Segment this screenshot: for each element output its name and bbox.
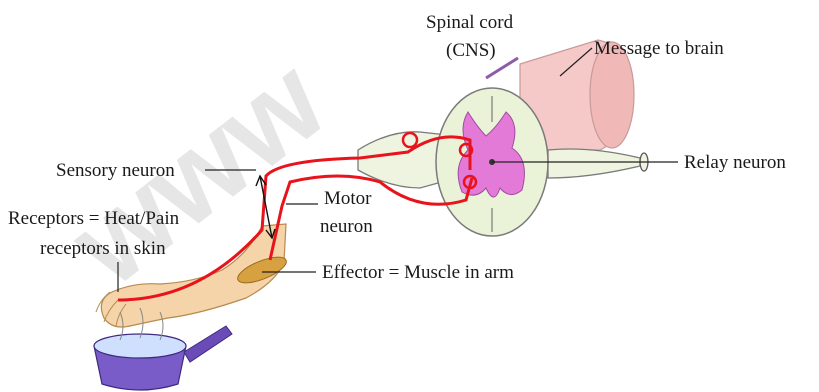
label-receptors-1: Receptors = Heat/Pain bbox=[8, 208, 180, 229]
label-relay-neuron: Relay neuron bbox=[684, 152, 786, 173]
label-spinal-cord-1: Spinal cord bbox=[426, 12, 514, 33]
label-effector: Effector = Muscle in arm bbox=[322, 262, 514, 283]
label-motor-neuron-1: Motor bbox=[324, 188, 372, 209]
label-sensory-neuron: Sensory neuron bbox=[56, 160, 175, 181]
label-motor-neuron-2: neuron bbox=[320, 216, 373, 237]
label-spinal-cord-2: (CNS) bbox=[446, 40, 496, 61]
label-message-to-brain: Message to brain bbox=[594, 38, 724, 59]
label-receptors-2: receptors in skin bbox=[40, 238, 166, 259]
